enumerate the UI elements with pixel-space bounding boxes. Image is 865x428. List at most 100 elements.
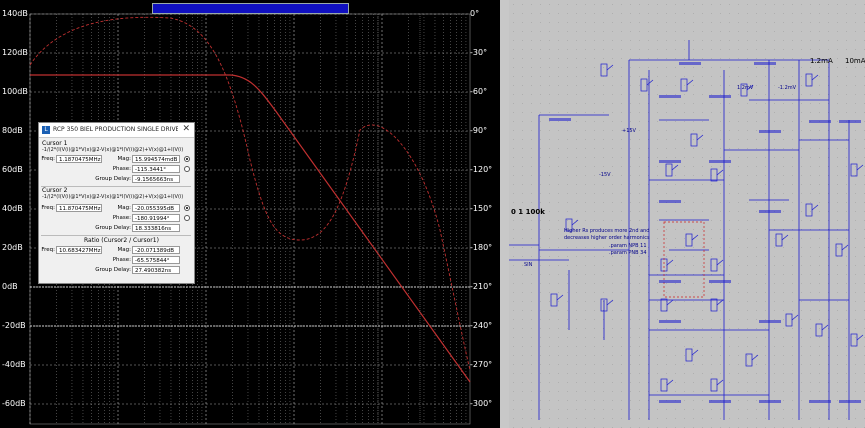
grid-dot [702,265,703,266]
grid-dot [801,67,802,68]
grid-dot [765,4,766,5]
grid-dot [801,400,802,401]
grid-dot [855,130,856,131]
grid-dot [774,328,775,329]
close-icon[interactable]: ✕ [182,124,190,134]
grid-dot [666,49,667,50]
grid-dot [774,184,775,185]
grid-dot [837,121,838,122]
grid-dot [639,265,640,266]
grid-dot [846,112,847,113]
grid-dot [558,184,559,185]
plot-trace-title[interactable] [152,3,349,14]
grid-dot [792,40,793,41]
grid-dot [702,184,703,185]
grid-dot [594,373,595,374]
cursor1-phase-field[interactable]: -115.3441° [132,165,180,173]
grid-dot [585,427,586,428]
grid-dot [594,166,595,167]
cursor1-gd-field[interactable]: -9.1565663ns [132,175,180,183]
grid-dot [801,256,802,257]
grid-dot [720,76,721,77]
grid-dot [774,121,775,122]
grid-dot [801,175,802,176]
grid-dot [531,22,532,23]
grid-dot [693,49,694,50]
grid-dot [855,364,856,365]
grid-dot [549,184,550,185]
grid-dot [810,328,811,329]
dialog-titlebar[interactable]: L RCP 350 BIEL PRODUCTION SINGLE DRIVE..… [39,123,194,138]
grid-dot [621,40,622,41]
ratio-mag-field[interactable]: -20.071389dB [132,246,180,254]
grid-dot [837,4,838,5]
schematic-canvas[interactable] [509,0,865,428]
grid-dot [855,166,856,167]
cursor2-gd-field[interactable]: 18.333816ns [132,224,180,232]
ratio-phase-field[interactable]: -65.575844° [132,256,180,264]
cursor-dialog[interactable]: L RCP 350 BIEL PRODUCTION SINGLE DRIVE..… [38,122,195,284]
grid-dot [675,157,676,158]
schematic-pane[interactable]: 0 1 100k 1.2mA 10mA Higher Rs produces m… [509,0,865,428]
grid-dot [864,130,865,131]
grid-dot [648,58,649,59]
cursor1-phase-radio[interactable] [184,166,190,172]
grid-dot [702,202,703,203]
grid-dot [594,76,595,77]
grid-dot [846,49,847,50]
cursor2-phase-field[interactable]: -180.91994° [132,214,180,222]
grid-dot [657,121,658,122]
grid-dot [810,94,811,95]
grid-dot [549,31,550,32]
grid-dot [594,139,595,140]
component-lead [666,299,674,306]
grid-dot [819,202,820,203]
grid-dot [513,409,514,410]
grid-dot [603,4,604,5]
ratio-freq-field[interactable]: 10.683427MHz [56,246,102,254]
grid-dot [540,103,541,104]
grid-dot [540,319,541,320]
cursor2-mag-radio[interactable] [184,205,190,211]
grid-dot [612,85,613,86]
grid-dot [864,13,865,14]
grid-dot [549,337,550,338]
grid-dot [549,157,550,158]
cursor1-mag-radio[interactable] [184,156,190,162]
grid-dot [684,247,685,248]
grid-dot [621,76,622,77]
cursor2-freq-field[interactable]: 11.870475MHz [56,204,102,212]
grid-dot [513,112,514,113]
grid-dot [630,229,631,230]
cursor1-freq-field[interactable]: 1.1870475MHz [56,155,102,163]
grid-dot [747,427,748,428]
grid-dot [792,94,793,95]
grid-dot [558,193,559,194]
grid-dot [756,40,757,41]
grid-dot [567,337,568,338]
pane-splitter[interactable] [500,0,509,428]
grid-dot [549,274,550,275]
grid-dot [783,166,784,167]
phase-tick-label: -150° [470,204,493,213]
grid-dot [801,337,802,338]
cursor2-mag-field[interactable]: -20.055395dB [132,204,180,212]
grid-dot [594,85,595,86]
grid-dot [720,166,721,167]
grid-dot [837,373,838,374]
grid-dot [756,292,757,293]
cursor1-mag-field[interactable]: 15.994574mdB [132,155,180,163]
grid-dot [567,373,568,374]
grid-dot [576,391,577,392]
grid-dot [702,175,703,176]
grid-dot [720,40,721,41]
grid-dot [756,139,757,140]
grid-dot [630,202,631,203]
ratio-gd-field[interactable]: 27.490382ns [132,266,180,274]
phase-tick-label: -60° [470,87,488,96]
grid-dot [630,220,631,221]
cursor2-phase-radio[interactable] [184,215,190,221]
grid-dot [657,364,658,365]
grid-dot [639,130,640,131]
